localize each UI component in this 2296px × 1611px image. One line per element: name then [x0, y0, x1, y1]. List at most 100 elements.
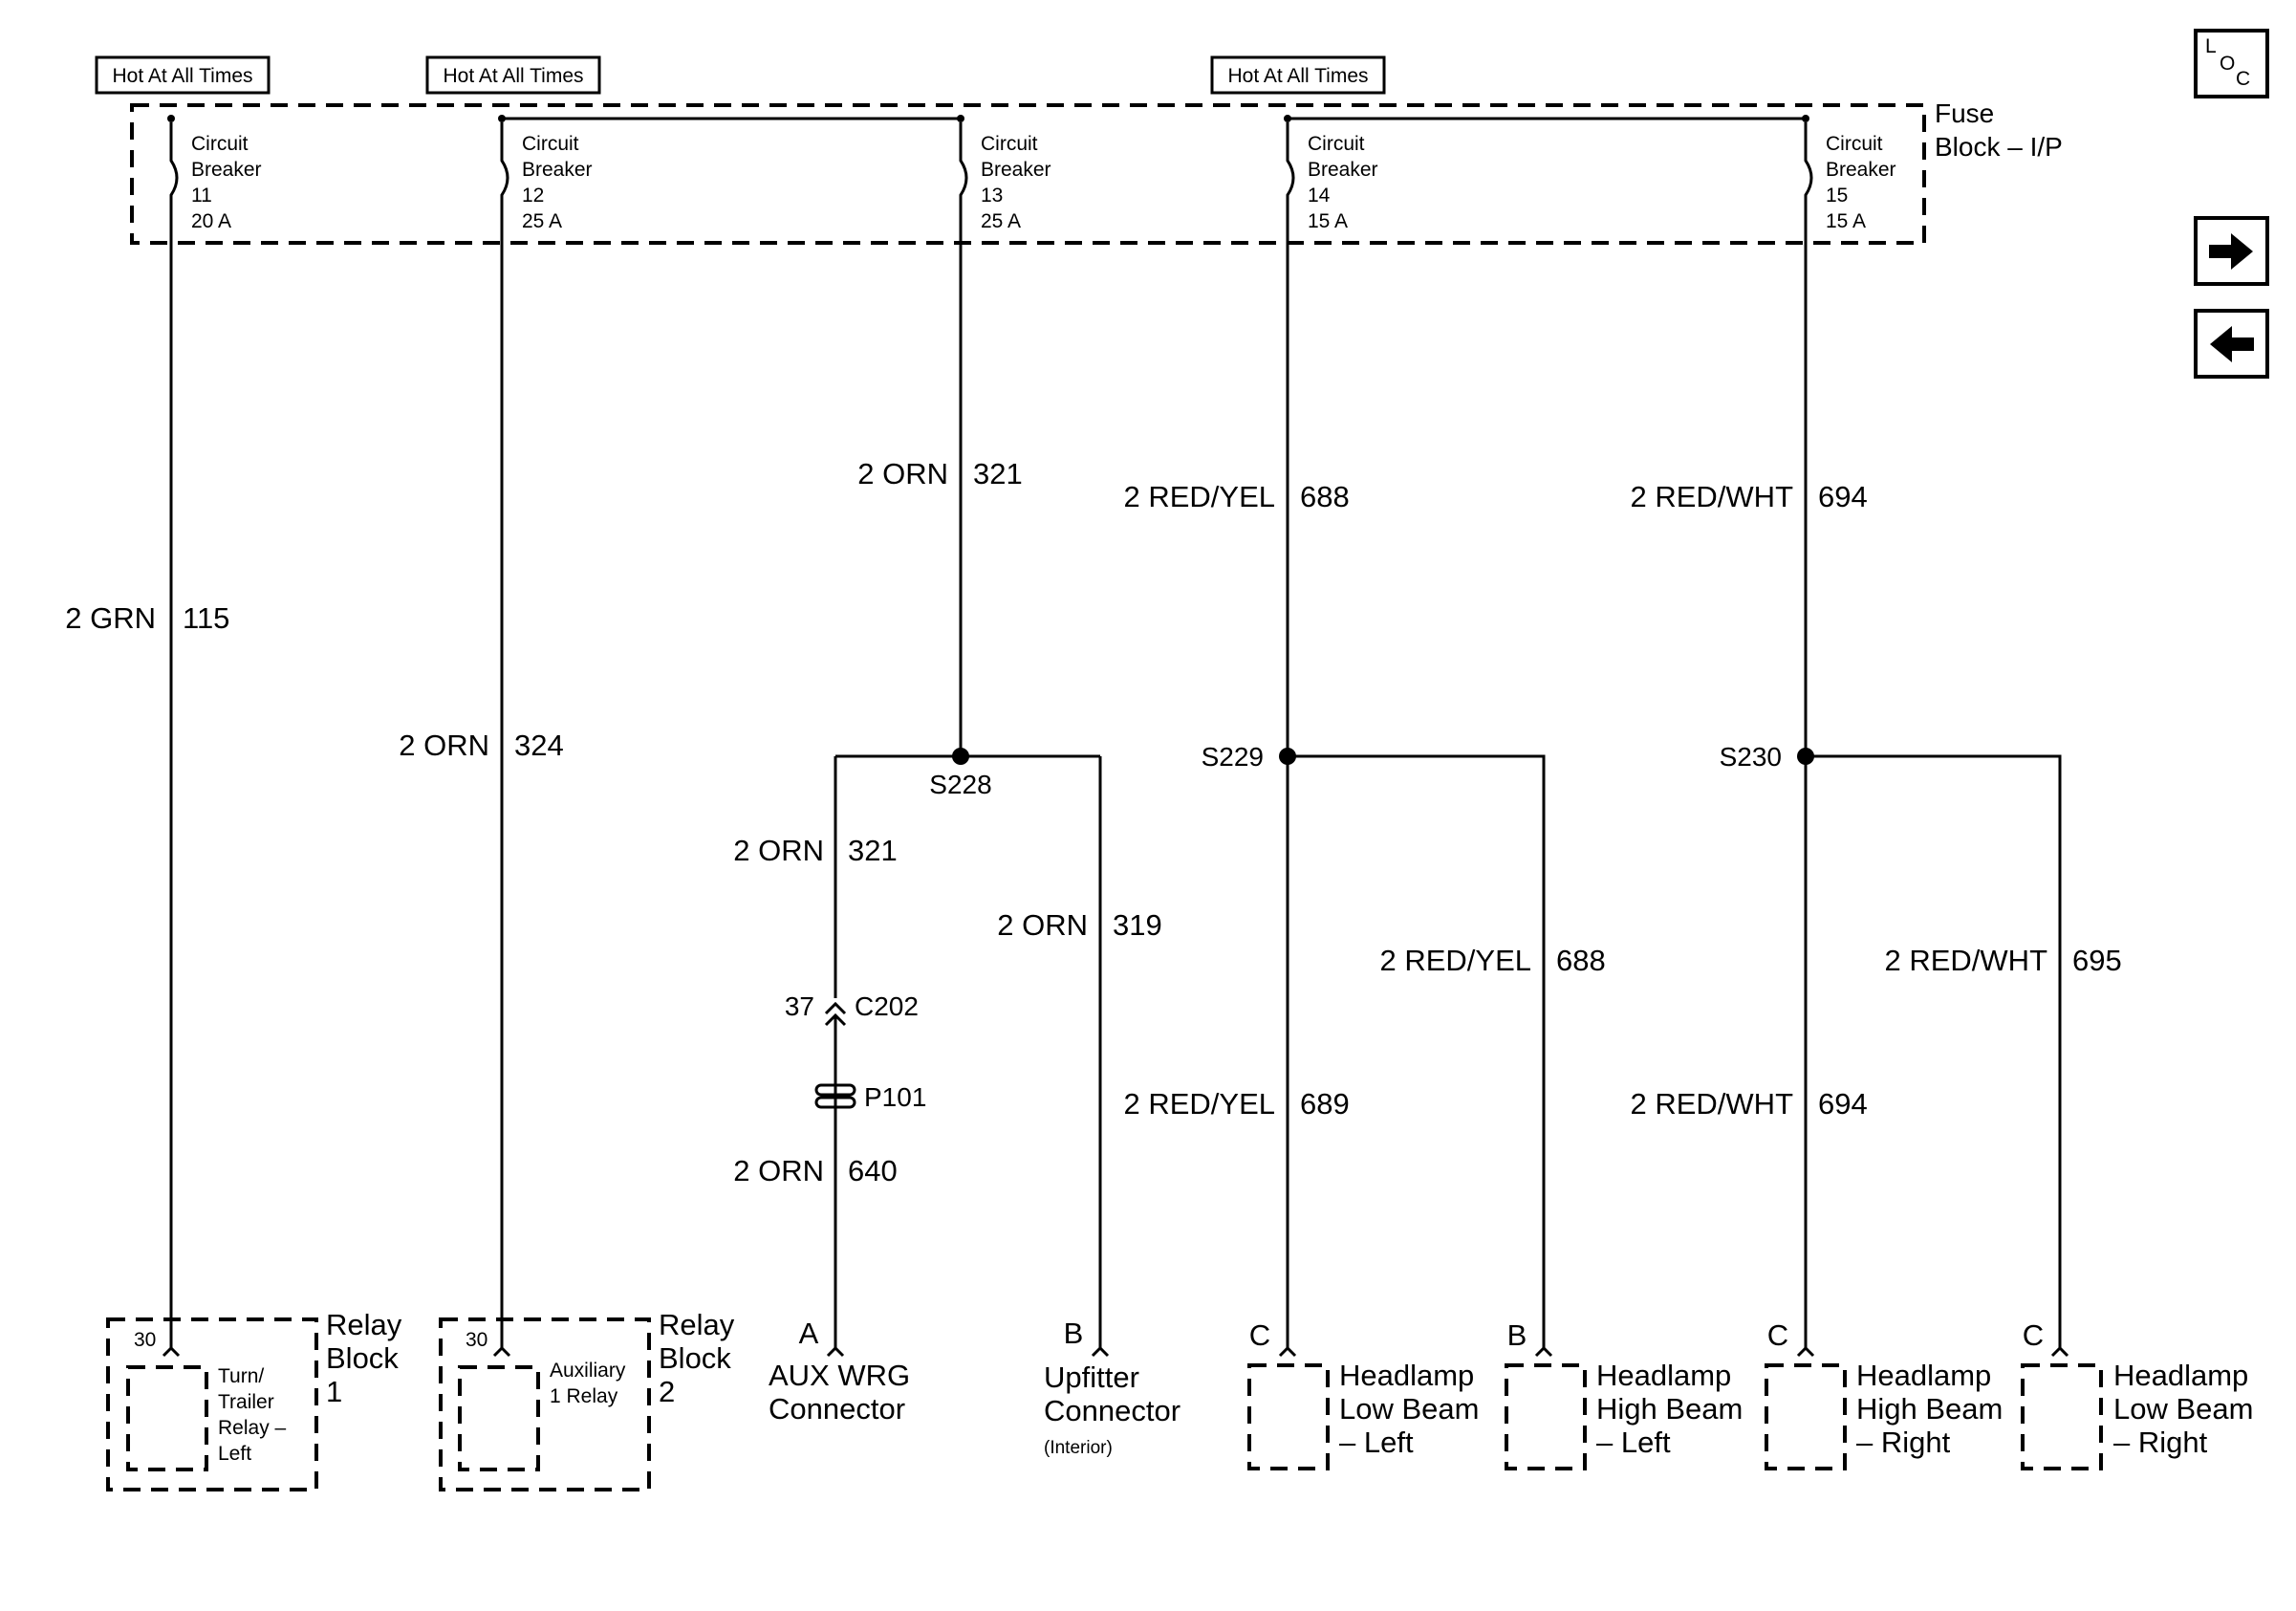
svg-text:2 GRN: 2 GRN: [65, 601, 156, 635]
svg-text:15 A: 15 A: [1826, 210, 1866, 232]
svg-text:115: 115: [183, 601, 229, 635]
svg-text:Headlamp: Headlamp: [2113, 1359, 2248, 1392]
circuit-breaker-12: Circuit Breaker 12 25 A: [498, 115, 593, 232]
svg-text:Breaker: Breaker: [191, 159, 262, 181]
svg-text:321: 321: [973, 457, 1023, 490]
wire-label: 2 RED/YEL 689: [1123, 1087, 1349, 1121]
svg-text:Turn/: Turn/: [218, 1365, 264, 1387]
fuse-block-outline: [130, 103, 1926, 245]
svg-text:15: 15: [1826, 185, 1848, 207]
svg-text:689: 689: [1300, 1087, 1350, 1121]
relay-block-1: 30 Turn/ Trailer Relay – Left Relay Bloc…: [106, 1308, 402, 1491]
wire-label: 2 RED/WHT 695: [1885, 944, 2122, 977]
pass-through-p101: P101: [814, 1071, 926, 1113]
hot-label-2: Hot At All Times: [425, 55, 601, 95]
svg-text:2 ORN: 2 ORN: [399, 729, 489, 762]
wire-label: 2 ORN 324: [399, 729, 563, 762]
svg-text:2 ORN: 2 ORN: [997, 908, 1088, 942]
svg-text:Relay: Relay: [659, 1308, 735, 1341]
svg-text:321: 321: [848, 834, 898, 867]
svg-text:Breaker: Breaker: [981, 159, 1051, 181]
svg-text:695: 695: [2072, 944, 2122, 977]
svg-text:Hot At All Times: Hot At All Times: [112, 65, 252, 87]
svg-text:688: 688: [1556, 944, 1606, 977]
splice-label: S230: [1720, 742, 1782, 772]
svg-text:Hot At All Times: Hot At All Times: [1227, 65, 1368, 87]
svg-text:2 RED/YEL: 2 RED/YEL: [1123, 480, 1275, 513]
svg-text:30: 30: [134, 1329, 156, 1351]
wire-label: 2 RED/YEL 688: [1123, 480, 1349, 513]
endpoint-upfitter-connector: B Upfitter Connector (Interior): [1044, 1317, 1180, 1458]
svg-text:– Right: – Right: [2113, 1426, 2208, 1459]
svg-text:Circuit: Circuit: [1826, 133, 1883, 155]
svg-text:1: 1: [326, 1375, 342, 1408]
svg-text:2 ORN: 2 ORN: [857, 457, 948, 490]
next-page-button[interactable]: [2194, 216, 2269, 286]
svg-text:Block: Block: [326, 1341, 399, 1375]
svg-text:C202: C202: [855, 991, 919, 1021]
wire-label: 2 ORN 321: [857, 457, 1022, 490]
svg-text:Auxiliary: Auxiliary: [550, 1360, 626, 1382]
svg-text:20 A: 20 A: [191, 210, 231, 232]
svg-text:Headlamp: Headlamp: [1856, 1359, 1991, 1392]
svg-text:2 ORN: 2 ORN: [733, 834, 824, 867]
svg-text:C: C: [1249, 1318, 1270, 1352]
previous-page-button[interactable]: [2194, 309, 2269, 379]
circuit-breaker-13: Circuit Breaker 13 25 A: [957, 115, 1051, 232]
endpoint-headlamp-high-beam-right: C Headlamp High Beam – Right: [1765, 1318, 2003, 1470]
svg-text:324: 324: [514, 729, 564, 762]
svg-text:L: L: [2205, 35, 2217, 57]
endpoint-headlamp-low-beam-left: C Headlamp Low Beam – Left: [1247, 1318, 1479, 1470]
svg-text:2 ORN: 2 ORN: [733, 1154, 824, 1187]
wire-label: 2 RED/WHT 694: [1631, 480, 1868, 513]
arrow-right-icon: [2209, 233, 2253, 270]
svg-text:– Right: – Right: [1856, 1426, 1951, 1459]
wire-label: 2 RED/WHT 694: [1631, 1087, 1868, 1121]
svg-text:694: 694: [1818, 1087, 1868, 1121]
svg-text:2 RED/YEL: 2 RED/YEL: [1379, 944, 1531, 977]
svg-text:C: C: [2023, 1318, 2044, 1352]
svg-text:(Interior): (Interior): [1044, 1438, 1113, 1458]
svg-text:C: C: [1767, 1318, 1788, 1352]
svg-text:25 A: 25 A: [981, 210, 1021, 232]
endpoint-headlamp-high-beam-left: B Headlamp High Beam – Left: [1505, 1318, 1743, 1470]
endpoint-aux-wrg-connector: A AUX WRG Connector: [769, 1317, 910, 1426]
svg-text:14: 14: [1308, 185, 1331, 207]
svg-text:Hot At All Times: Hot At All Times: [443, 65, 583, 87]
svg-text:Headlamp: Headlamp: [1339, 1359, 1474, 1392]
svg-text:C: C: [2236, 68, 2250, 90]
svg-text:11: 11: [191, 185, 212, 207]
splice-s228: [952, 748, 969, 765]
fuse-block-label: Fuse: [1935, 98, 1994, 128]
svg-text:O: O: [2220, 53, 2235, 75]
svg-text:13: 13: [981, 185, 1003, 207]
svg-text:Circuit: Circuit: [522, 133, 579, 155]
svg-text:2 RED/WHT: 2 RED/WHT: [1631, 480, 1794, 513]
svg-text:25 A: 25 A: [522, 210, 562, 232]
endpoint-headlamp-low-beam-right: C Headlamp Low Beam – Right: [2021, 1318, 2253, 1470]
arrow-left-icon: [2210, 326, 2254, 362]
svg-text:Block: Block: [659, 1341, 731, 1375]
splice-s230: [1797, 748, 1814, 765]
svg-text:2: 2: [659, 1375, 675, 1408]
splice-s229: [1279, 748, 1296, 765]
svg-text:688: 688: [1300, 480, 1350, 513]
wire-label: 2 ORN 319: [997, 908, 1161, 942]
svg-text:Breaker: Breaker: [1308, 159, 1378, 181]
svg-text:Relay –: Relay –: [218, 1417, 287, 1439]
relay-block-2: 30 Auxiliary 1 Relay Relay Block 2: [439, 1308, 735, 1491]
svg-text:Upfitter: Upfitter: [1044, 1361, 1139, 1394]
svg-text:Low Beam: Low Beam: [2113, 1392, 2253, 1426]
svg-text:Connector: Connector: [1044, 1394, 1180, 1427]
svg-text:1 Relay: 1 Relay: [550, 1385, 618, 1407]
hot-label-3: Hot At All Times: [1210, 55, 1386, 95]
svg-text:A: A: [799, 1317, 819, 1350]
svg-text:B: B: [1064, 1317, 1084, 1350]
splice-label: S228: [929, 770, 991, 799]
svg-text:12: 12: [522, 185, 544, 207]
svg-text:2 RED/WHT: 2 RED/WHT: [1631, 1087, 1794, 1121]
svg-text:640: 640: [848, 1154, 898, 1187]
loc-button[interactable]: L O C: [2194, 29, 2269, 98]
wire-label: 2 ORN 321: [733, 834, 897, 867]
